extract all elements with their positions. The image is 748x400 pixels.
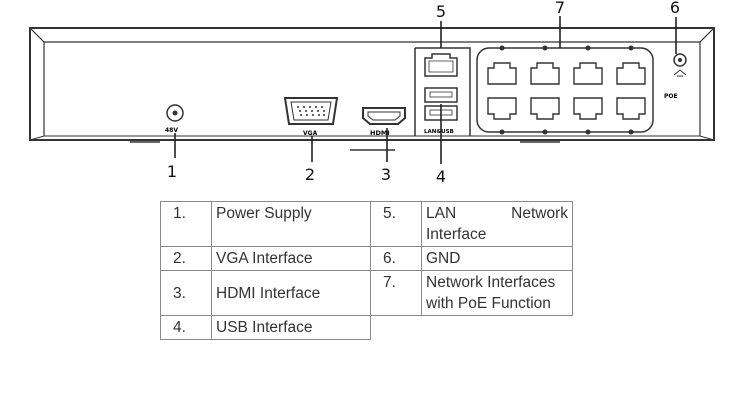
legend-number: 2. (160, 246, 212, 271)
callout-number-1: 1 (167, 162, 177, 181)
callout-number-3: 3 (381, 165, 391, 184)
callout-leaders (174, 16, 677, 164)
legend-label: VGA Interface (211, 246, 371, 271)
legend-number: 5. (370, 201, 422, 247)
legend-label: USB Interface (211, 315, 371, 340)
poe-port-icon (487, 97, 517, 120)
legend-label: LAN Network Interface (421, 201, 573, 247)
callout-number-6: 6 (670, 0, 680, 17)
legend-row: 4. USB Interface (160, 315, 573, 340)
vga-port-icon: VGA (283, 97, 339, 137)
lanusb-label: LAN&USB (424, 129, 454, 135)
legend-number: 7. (370, 270, 422, 316)
nvr-rear-panel-diagram: 48V VGA HDMI LAN&USB (29, 0, 715, 186)
dc-label: 48V (165, 127, 178, 134)
legend-row: 1. Power Supply 5. LAN Network Interface (160, 201, 573, 247)
poe-port-icon (530, 97, 560, 120)
legend-number: 4. (160, 315, 212, 340)
legend-number: 3. (160, 270, 212, 316)
legend-label: HDMI Interface (211, 270, 371, 316)
lan-port-icon (424, 53, 458, 77)
poe-label: POE (664, 93, 678, 100)
callout-number-2: 2 (305, 165, 315, 184)
gnd-terminal-icon: POE (664, 53, 687, 100)
poe-ports-block (476, 45, 654, 135)
lan-usb-block: LAN&USB (414, 47, 471, 136)
callout-number-7: 7 (555, 0, 565, 17)
poe-port-icon (616, 62, 646, 85)
chassis (29, 27, 715, 151)
callout-number-4: 4 (436, 167, 446, 186)
legend-row: 2. VGA Interface 6. GND (160, 246, 573, 271)
legend-label: Power Supply (211, 201, 371, 247)
vga-label: VGA (303, 130, 318, 137)
power-supply-port-icon: 48V (165, 104, 184, 134)
hdmi-label: HDMI (370, 129, 390, 137)
hdmi-port-icon: HDMI (362, 107, 406, 137)
legend-label: GND (421, 246, 573, 271)
poe-port-icon (573, 97, 603, 120)
legend-row: 3. HDMI Interface 7. Network Interfaces … (160, 270, 573, 316)
callout-number-5: 5 (436, 2, 446, 21)
legend-number: 6. (370, 246, 422, 271)
poe-port-icon (487, 62, 517, 85)
poe-port-icon (616, 97, 646, 120)
legend-table: 1. Power Supply 5. LAN Network Interface… (160, 201, 573, 340)
poe-port-icon (573, 62, 603, 85)
poe-port-icon (530, 62, 560, 85)
legend-number: 1. (160, 201, 212, 247)
legend-label: Network Interfaces with PoE Function (421, 270, 573, 316)
